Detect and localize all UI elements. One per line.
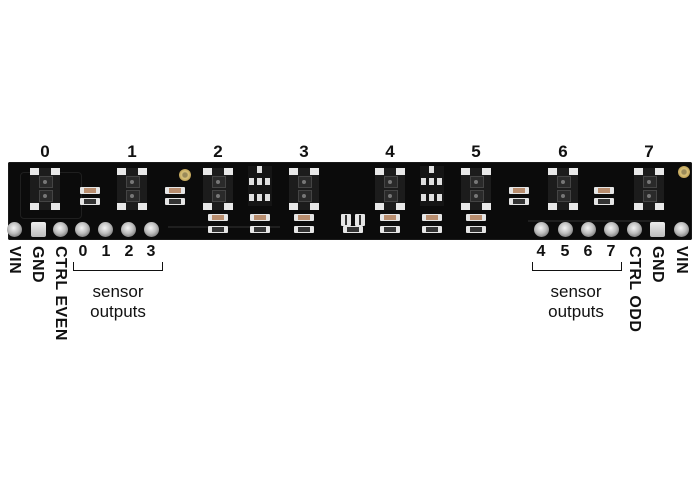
caption-line2: outputs <box>548 302 604 321</box>
resistor <box>422 214 442 221</box>
reflectance-sensor-7 <box>634 168 664 210</box>
resistor <box>594 187 614 194</box>
label-ctrl-even: CTRL EVEN <box>52 246 69 341</box>
transistor-ic-right <box>420 166 444 206</box>
reflectance-sensor-0 <box>30 168 60 210</box>
reflectance-sensor-5 <box>461 168 491 210</box>
resistor <box>294 214 314 221</box>
caption-line1: sensor <box>92 282 144 301</box>
resistor <box>466 214 486 221</box>
pin-output-7[interactable] <box>603 222 619 237</box>
resistor <box>343 226 363 233</box>
pin-gnd-left[interactable] <box>30 222 46 237</box>
resistor <box>509 198 529 205</box>
label-output-2: 2 <box>124 243 134 260</box>
label-output-7: 7 <box>606 243 616 260</box>
bracket-right <box>532 262 622 271</box>
resistor <box>208 226 228 233</box>
label-output-5: 5 <box>560 243 570 260</box>
resistor <box>250 226 270 233</box>
reflectance-sensor-1 <box>117 168 147 210</box>
resistor <box>509 187 529 194</box>
pin-output-2[interactable] <box>120 222 136 237</box>
mounting-hole-left <box>179 169 191 181</box>
resistor <box>80 187 100 194</box>
pin-vin-right[interactable] <box>673 222 689 237</box>
label-output-4: 4 <box>536 243 546 260</box>
label-gnd-right: GND <box>649 246 666 284</box>
resistor <box>80 198 100 205</box>
sensor-number-6: 6 <box>558 142 568 161</box>
resistor <box>250 214 270 221</box>
pin-output-4[interactable] <box>533 222 549 237</box>
reflectance-sensor-6 <box>548 168 578 210</box>
pin-vin-left[interactable] <box>6 222 22 237</box>
sensor-number-0: 0 <box>40 142 50 161</box>
caption-sensor-outputs-left: sensor outputs <box>78 282 158 322</box>
resistor <box>380 226 400 233</box>
pin-output-3[interactable] <box>143 222 159 237</box>
resistor <box>422 226 442 233</box>
transistor-ic-left <box>248 166 272 206</box>
reflectance-sensor-3 <box>289 168 319 210</box>
resistor <box>355 214 365 226</box>
pin-output-5[interactable] <box>557 222 573 237</box>
pin-gnd-right[interactable] <box>649 222 665 237</box>
label-output-3: 3 <box>146 243 156 260</box>
caption-line1: sensor <box>550 282 602 301</box>
pin-ctrl-odd[interactable] <box>626 222 642 237</box>
mounting-hole-right <box>678 166 690 178</box>
sensor-number-3: 3 <box>299 142 309 161</box>
label-vin-right: VIN <box>673 246 690 275</box>
label-vin-left: VIN <box>6 246 23 275</box>
resistor <box>165 187 185 194</box>
sensor-number-1: 1 <box>127 142 137 161</box>
sensor-array-pcb <box>6 162 692 240</box>
resistor <box>594 198 614 205</box>
sensor-number-2: 2 <box>213 142 223 161</box>
pin-output-1[interactable] <box>97 222 113 237</box>
pin-output-6[interactable] <box>580 222 596 237</box>
label-output-0: 0 <box>78 243 88 260</box>
resistor <box>466 226 486 233</box>
pcb-trace <box>528 220 660 222</box>
caption-line2: outputs <box>90 302 146 321</box>
caption-sensor-outputs-right: sensor outputs <box>536 282 616 322</box>
label-output-1: 1 <box>101 243 111 260</box>
label-output-6: 6 <box>583 243 593 260</box>
resistor <box>380 214 400 221</box>
reflectance-sensor-2 <box>203 168 233 210</box>
resistor <box>165 198 185 205</box>
pin-ctrl-even[interactable] <box>52 222 68 237</box>
sensor-number-5: 5 <box>471 142 481 161</box>
resistor <box>341 214 351 226</box>
bracket-left <box>73 262 163 271</box>
resistor <box>208 214 228 221</box>
pin-output-0[interactable] <box>74 222 90 237</box>
resistor <box>294 226 314 233</box>
sensor-number-7: 7 <box>644 142 654 161</box>
reflectance-sensor-4 <box>375 168 405 210</box>
label-ctrl-odd: CTRL ODD <box>626 246 643 333</box>
label-gnd-left: GND <box>29 246 46 284</box>
sensor-number-4: 4 <box>385 142 395 161</box>
